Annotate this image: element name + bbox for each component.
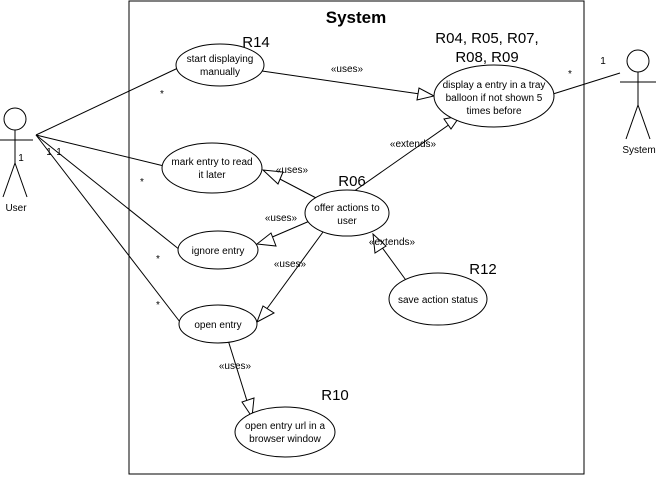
uses-offer-mark-arrowhead [261, 169, 284, 185]
use-case-save-action-status-line-1: save action status [398, 295, 478, 306]
uses-offer-open-arrowhead [256, 305, 275, 324]
system-actor [620, 49, 656, 140]
multiplicity-user-1b: 1 [46, 147, 52, 158]
use-case-start-displaying: start displaying manually [175, 43, 265, 87]
use-case-start-displaying-line-1: start displaying [187, 54, 254, 65]
use-case-ignore-entry-line-1: ignore entry [192, 246, 245, 257]
user-actor [0, 107, 33, 198]
extends-save-offer-arrowhead [372, 232, 387, 254]
uses-offer-ignore-line [269, 219, 313, 239]
use-case-display-entry-line-1: display a entry in a tray [443, 80, 546, 91]
requirement-r04-line-2: R08, R09 [455, 49, 518, 66]
association-user-mark [35, 134, 165, 167]
requirement-r04-line-1: R04, R05, R07, [435, 30, 538, 47]
use-case-mark-entry: mark entry to read it later [161, 142, 263, 194]
uses-offer-open-line [265, 231, 324, 311]
use-case-mark-entry-line-1: mark entry to read [171, 157, 252, 168]
extends-save-offer-line [380, 245, 409, 284]
multiplicity-user-1c: 1 [56, 147, 62, 158]
multiplicity-start-star: * [160, 89, 164, 100]
use-case-open-url-line-2: browser window [249, 434, 321, 445]
requirement-r14: R14 [242, 34, 270, 51]
multiplicity-system-star: * [568, 69, 572, 80]
requirement-r10: R10 [321, 387, 349, 404]
use-case-offer-actions: offer actions to user [304, 189, 390, 237]
uses-open-url-arrowhead [241, 397, 255, 419]
system-actor-label: System [622, 145, 655, 156]
association-display-system [552, 72, 621, 95]
stereotype-uses-open-url: «uses» [219, 361, 252, 372]
uses-start-display-line [261, 70, 421, 95]
use-case-open-url: open entry url in a browser window [234, 406, 336, 458]
use-case-display-entry-line-2: balloon if not shown 5 [446, 93, 543, 104]
stereotype-uses-offer-ignore: «uses» [265, 213, 298, 224]
stereotype-uses-start-display: «uses» [331, 64, 364, 75]
stereotype-uses-offer-mark: «uses» [276, 165, 309, 176]
use-case-open-url-line-1: open entry url in a [245, 421, 325, 432]
system-boundary-title: System [326, 8, 386, 27]
use-case-mark-entry-line-2: it later [198, 170, 226, 181]
multiplicity-open-star: * [156, 300, 160, 311]
association-user-open [35, 134, 181, 323]
use-case-display-entry: display a entry in a tray balloon if not… [433, 64, 555, 128]
requirement-r06: R06 [338, 173, 366, 190]
uses-open-url-line [227, 339, 248, 402]
use-case-start-displaying-line-2: manually [200, 67, 240, 78]
use-case-offer-actions-line-1: offer actions to [314, 203, 380, 214]
use-case-ignore-entry: ignore entry [177, 230, 259, 270]
multiplicity-system-one: 1 [600, 56, 606, 67]
extends-offer-display-line [349, 123, 451, 195]
use-case-display-entry-line-3: times before [466, 106, 521, 117]
multiplicity-user-1a: 1 [18, 153, 24, 164]
uses-offer-ignore-arrowhead [255, 232, 277, 247]
user-actor-label: User [5, 203, 27, 214]
multiplicity-mark-star: * [140, 177, 144, 188]
stereotype-extends-save-offer: «extends» [369, 237, 416, 248]
use-case-open-entry: open entry [178, 304, 258, 344]
association-user-ignore [35, 134, 181, 251]
requirement-r12: R12 [469, 261, 497, 278]
use-case-open-entry-line-1: open entry [194, 320, 241, 331]
association-user-start [35, 67, 179, 136]
uses-start-display-arrowhead [416, 87, 436, 101]
stereotype-extends-offer-display: «extends» [390, 139, 437, 150]
use-case-offer-actions-line-2: user [337, 216, 357, 227]
use-case-save-action-status: save action status [388, 272, 488, 326]
uses-offer-mark-line [275, 176, 321, 201]
stereotype-uses-offer-open: «uses» [274, 259, 307, 270]
multiplicity-ignore-star: * [156, 254, 160, 265]
